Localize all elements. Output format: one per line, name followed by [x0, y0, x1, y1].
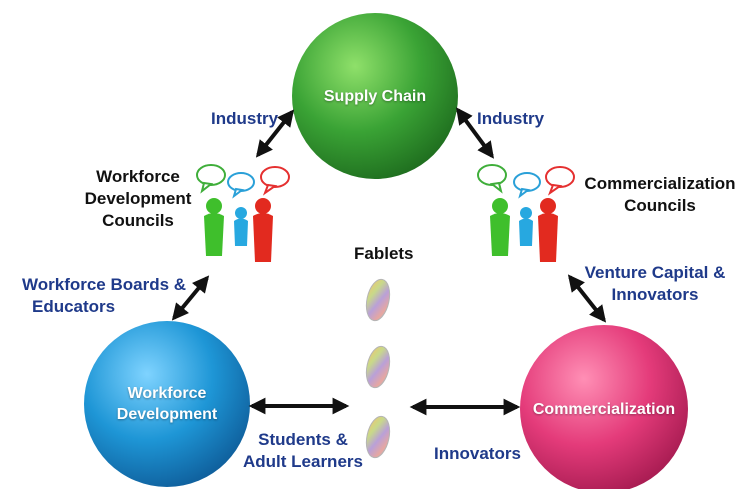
- commercialization-councils-label: Commercialization Councils: [580, 173, 740, 217]
- fablet-icon: [365, 278, 391, 322]
- supply-chain-circle: [292, 13, 458, 179]
- workforce-development-label-line: Development: [116, 406, 218, 423]
- industry-left-arrow: [255, 109, 295, 158]
- commercialization-label: Commercialization: [532, 401, 676, 418]
- fablet-icon: [365, 415, 391, 459]
- workforce-boards-label: Workforce Boards & Educators: [22, 274, 192, 318]
- commercialization-council-people-icon: [477, 164, 575, 262]
- industry-right-arrow: [456, 107, 494, 159]
- workforce-councils-label-line: Development: [84, 189, 192, 208]
- venture-capital-label: Venture Capital & Innovators: [580, 262, 730, 306]
- commercialization-councils-label-line: Councils: [624, 196, 696, 215]
- industry-left-label: Industry: [211, 109, 279, 128]
- venture-capital-label-line: Venture Capital &: [584, 263, 726, 282]
- workforce-boards-label-line: Educators: [32, 297, 116, 316]
- workforce-development-label: Workforce Development: [92, 383, 242, 425]
- fablet-icon: [365, 345, 391, 389]
- workforce-boards-label-line: Workforce Boards &: [22, 275, 187, 294]
- workforce-council-people-icon: [196, 164, 290, 262]
- innovators-label: Innovators: [434, 444, 521, 463]
- workforce-development-label-line: Workforce: [127, 385, 207, 402]
- students-label-line: Students &: [258, 430, 348, 449]
- workforce-councils-label-line: Workforce: [96, 167, 180, 186]
- workforce-councils-label-line: Councils: [102, 211, 174, 230]
- supply-chain-label: Supply Chain: [323, 88, 427, 105]
- students-label-line: Adult Learners: [243, 452, 363, 471]
- workforce-councils-label: Workforce Development Councils: [78, 166, 198, 232]
- fablets-title: Fablets: [354, 244, 414, 263]
- students-label: Students & Adult Learners: [238, 429, 368, 473]
- commercialization-councils-label-line: Commercialization: [584, 174, 736, 193]
- venture-capital-arrow: [567, 274, 607, 323]
- commercialization-circle: [520, 325, 688, 489]
- workforce-development-circle: [84, 321, 250, 487]
- industry-right-label: Industry: [477, 109, 545, 128]
- venture-capital-label-line: Innovators: [611, 285, 699, 304]
- workforce-boards-arrow: [171, 275, 210, 321]
